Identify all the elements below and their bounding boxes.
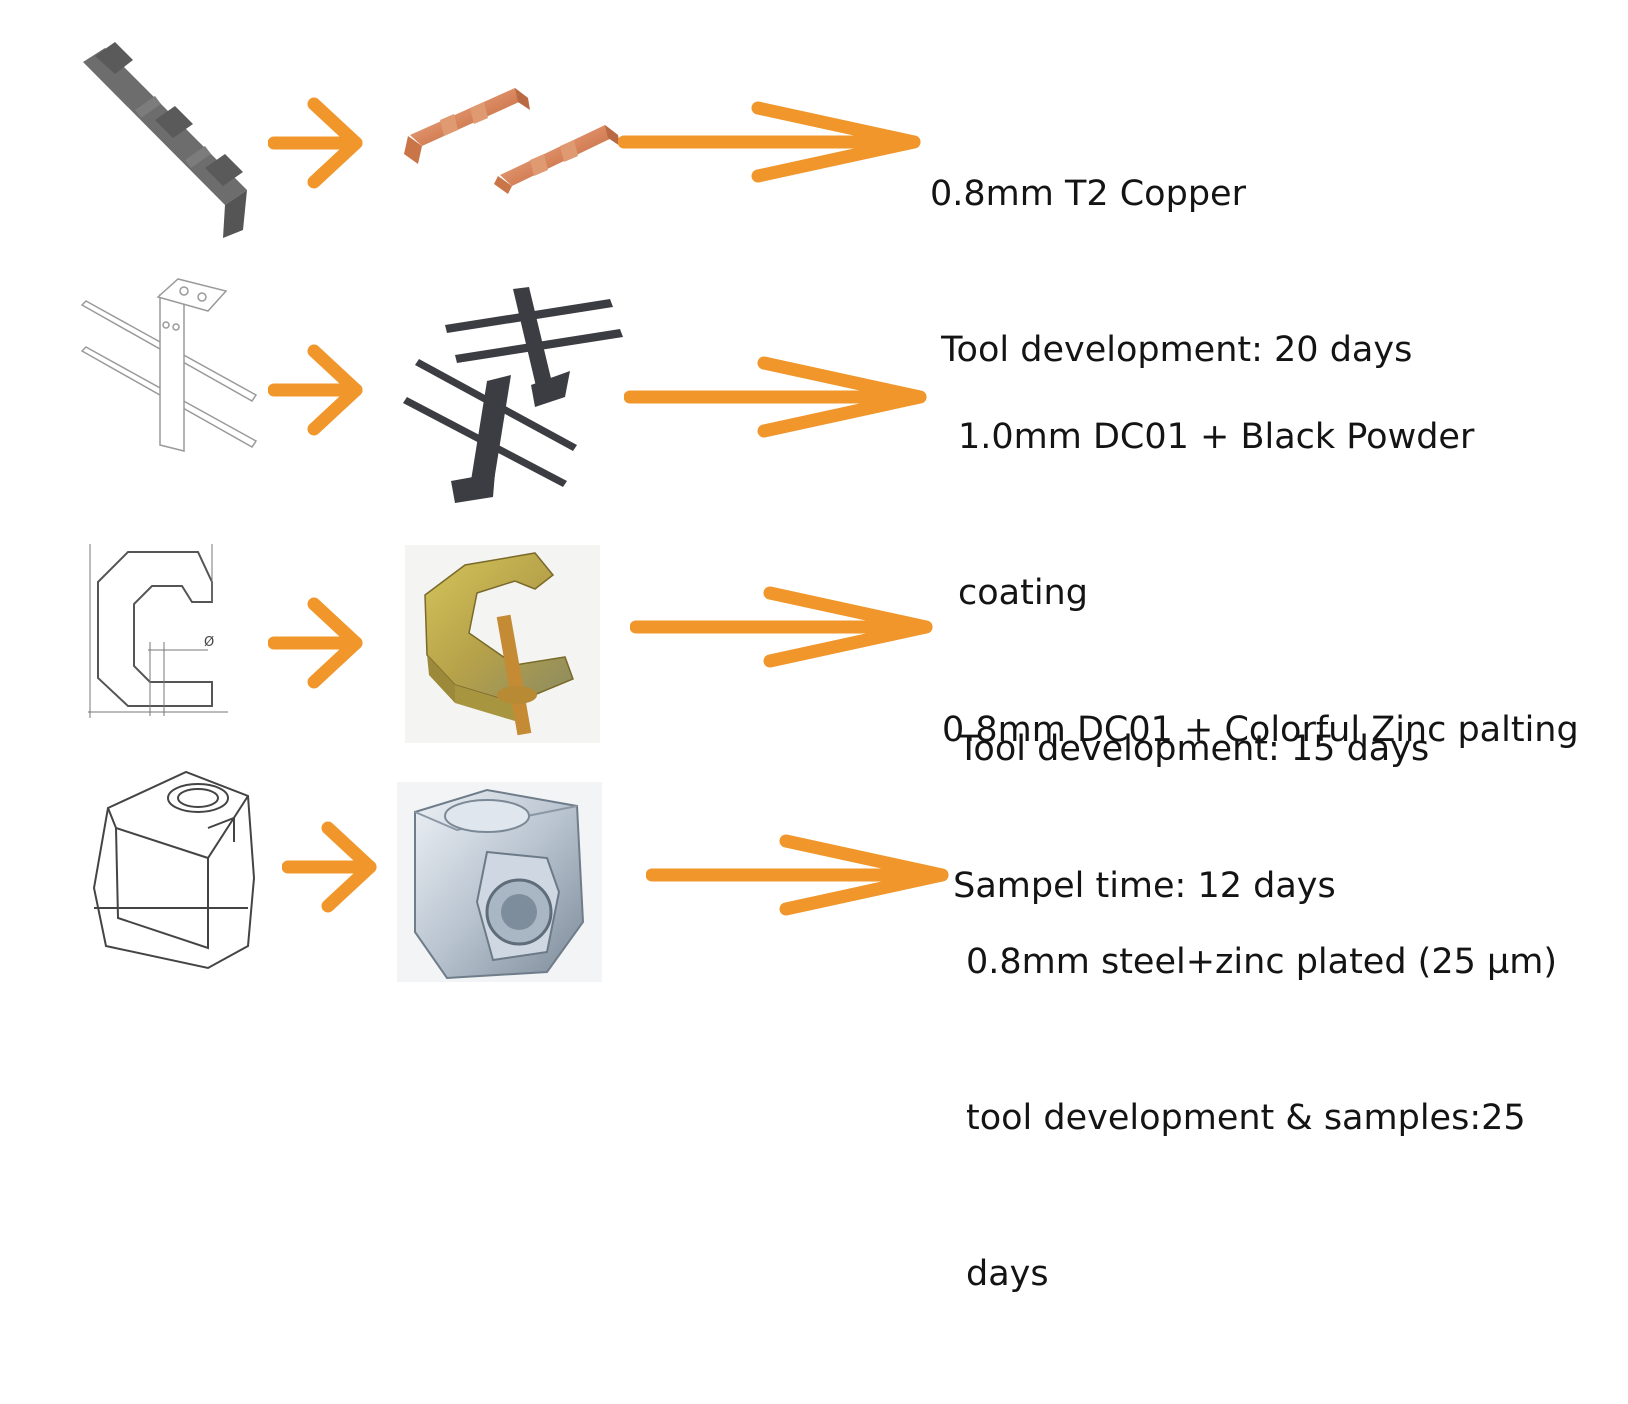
long-arrow-right-icon bbox=[630, 586, 933, 668]
copper-terminal-cad-model bbox=[83, 42, 247, 238]
spec-material-line: 0.8mm T2 Copper bbox=[930, 174, 1246, 214]
zinc-nut-cage-photo bbox=[397, 782, 602, 982]
zinc-nut-cage-cad-drawing bbox=[92, 770, 256, 970]
long-arrow-right-icon bbox=[624, 356, 927, 438]
spec-material-line: 0.8mm steel+zinc plated (25 µm) bbox=[966, 942, 1558, 982]
long-arrow-right-icon bbox=[646, 834, 949, 916]
svg-text:Ø: Ø bbox=[204, 635, 214, 650]
spec-timing-line: Tool development: 20 days bbox=[930, 330, 1413, 370]
black-bracket-photo bbox=[403, 287, 623, 503]
process-row-1: 0.8mm T2 Copper Tool development: 20 day… bbox=[0, 0, 1628, 370]
spec-timing-line: Sampel time: 12 days bbox=[942, 866, 1336, 906]
spec-text-1: 0.8mm T2 Copper Tool development: 20 day… bbox=[930, 64, 1412, 480]
arrow-right-icon bbox=[268, 97, 363, 189]
spec-timing-line-cont: days bbox=[966, 1254, 1049, 1294]
black-bracket-cad-drawing bbox=[80, 278, 258, 452]
spec-text-3: 0.8mm DC01 + Colorful Zinc palting Sampe… bbox=[942, 600, 1579, 1016]
spec-timing-line: Tool development: 15 days bbox=[958, 729, 1430, 769]
spec-material-line: 0.8mm DC01 + Colorful Zinc palting bbox=[942, 710, 1579, 750]
process-row-2: 1.0mm DC01 + Black Powder coating Tool d… bbox=[0, 0, 1628, 769]
zinc-clamp-photo bbox=[405, 545, 600, 743]
process-row-3: Ø 0.8mm DC01 + Colorful Zinc palting Sam… bbox=[0, 0, 1628, 906]
spec-material-line: 1.0mm DC01 + Black Powder bbox=[958, 417, 1475, 457]
spec-text-4: 0.8mm steel+zinc plated (25 µm) tool dev… bbox=[966, 832, 1557, 1404]
spec-material-line-cont: coating bbox=[958, 573, 1088, 613]
spec-timing-line: tool development & samples:25 bbox=[966, 1098, 1526, 1138]
arrow-right-icon bbox=[268, 597, 363, 689]
long-arrow-right-icon bbox=[618, 101, 921, 183]
spec-text-2: 1.0mm DC01 + Black Powder coating Tool d… bbox=[958, 307, 1474, 879]
process-row-4: 0.8mm steel+zinc plated (25 µm) tool dev… bbox=[0, 0, 1628, 1294]
zinc-clamp-cad-drawing: Ø bbox=[88, 544, 228, 718]
arrow-right-icon bbox=[268, 344, 363, 436]
copper-terminal-photo bbox=[404, 88, 620, 194]
arrow-right-icon bbox=[282, 821, 377, 913]
